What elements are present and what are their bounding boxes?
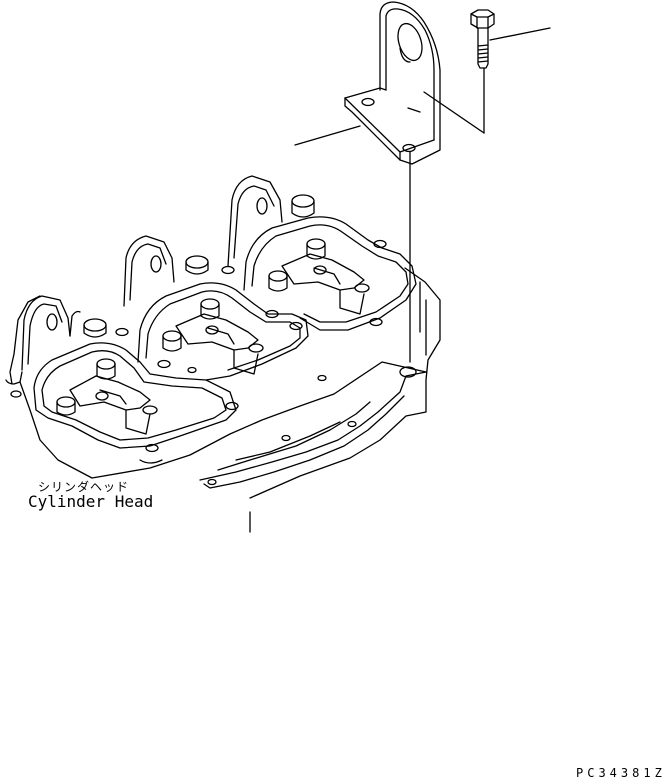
lifting-bracket [344, 1, 441, 165]
bracket-leader-line [294, 125, 361, 146]
drawing-code: PC34381Z [576, 766, 662, 780]
bolt-leader-line [489, 27, 551, 41]
part-label-jp: シリンダヘッド [38, 480, 130, 494]
cylinder-head [5, 175, 441, 533]
bolt [470, 9, 495, 69]
part-label-en: Cylinder Head [28, 492, 154, 511]
bolt-position-line [407, 91, 485, 134]
